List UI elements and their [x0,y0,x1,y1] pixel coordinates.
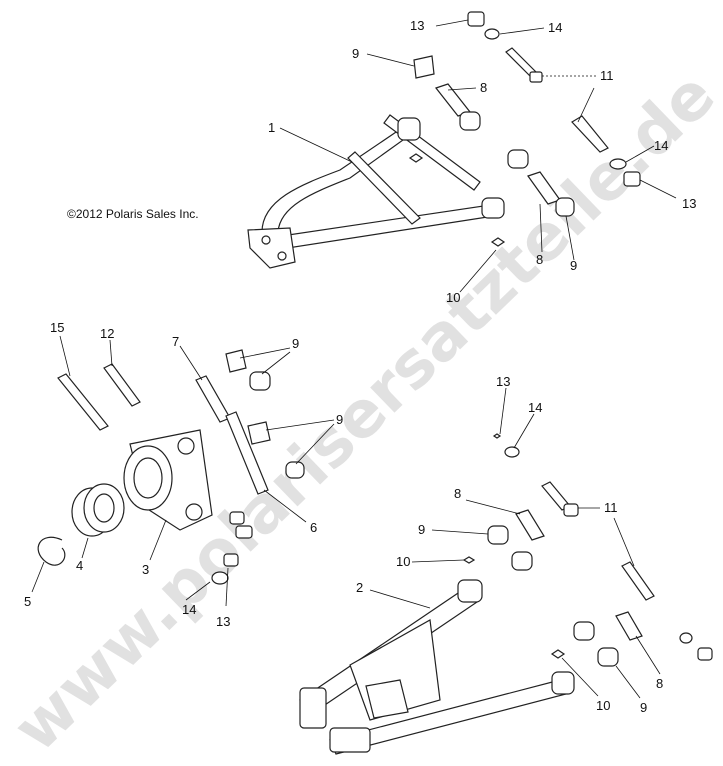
callout-6: 6 [310,520,317,535]
callout-8d: 8 [656,676,663,691]
callout-10a: 10 [446,290,460,305]
callout-10b: 10 [396,554,410,569]
callout-5: 5 [24,594,31,609]
callout-8a: 8 [480,80,487,95]
callout-14b: 14 [654,138,668,153]
callout-11a: 11 [600,68,614,83]
copyright-text: ©2012 Polaris Sales Inc. [67,207,199,221]
callout-13a: 13 [410,18,424,33]
callout-11b: 11 [604,500,618,515]
callout-9b: 9 [570,258,577,273]
callout-9f: 9 [640,700,647,715]
callout-labels: 1 2 3 4 5 6 7 8 8 8 8 9 9 9 9 9 9 10 10 … [24,18,696,715]
callout-9e: 9 [418,522,425,537]
upper-a-arm [247,114,505,269]
knuckle-hardware [57,349,305,585]
callout-13c: 13 [496,374,510,389]
callout-7: 7 [172,334,179,349]
callout-8b: 8 [536,252,543,267]
callout-14a: 14 [548,20,562,35]
leader-lines [31,19,677,699]
callout-2: 2 [356,580,363,595]
callout-10c: 10 [596,698,610,713]
upper-hardware [413,11,641,247]
callout-4: 4 [76,558,83,573]
callout-13b: 13 [682,196,696,211]
callout-15: 15 [50,320,64,335]
callout-9a: 9 [352,46,359,61]
callout-9c: 9 [292,336,299,351]
callout-3: 3 [142,562,149,577]
callout-14d: 14 [182,602,196,617]
knuckle [123,429,213,531]
callout-12: 12 [100,326,114,341]
callout-8c: 8 [454,486,461,501]
callout-14c: 14 [528,400,542,415]
lower-a-arm [299,579,575,755]
callout-13d: 13 [216,614,230,629]
snap-ring [37,536,66,566]
bearing [71,483,125,537]
callout-9d: 9 [336,412,343,427]
callout-1: 1 [268,120,275,135]
lower-hardware [462,433,713,667]
